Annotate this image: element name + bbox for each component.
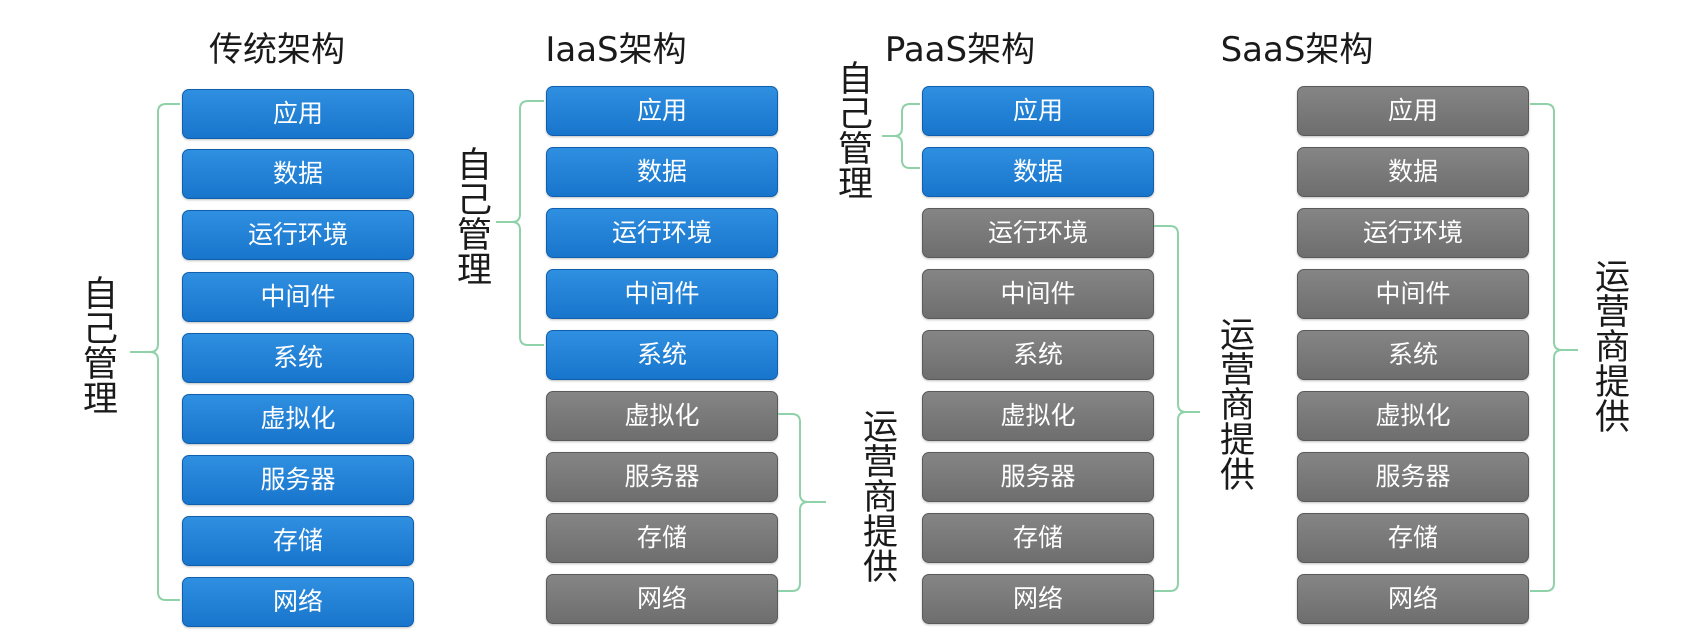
layer-box: 网络 xyxy=(182,577,414,627)
layer-box: 虚拟化 xyxy=(182,394,414,444)
layer-box: 系统 xyxy=(922,330,1154,380)
column-title-saas: SaaS架构 xyxy=(1220,30,1374,70)
layer-box: 数据 xyxy=(922,147,1154,197)
layer-box: 存储 xyxy=(182,516,414,566)
layer-box: 数据 xyxy=(546,147,778,197)
layer-box: 中间件 xyxy=(1297,269,1529,319)
brace-traditional-self xyxy=(130,103,180,601)
layer-box: 应用 xyxy=(182,89,414,139)
layer-box: 系统 xyxy=(546,330,778,380)
layer-box: 运行环境 xyxy=(546,208,778,258)
layer-box: 运行环境 xyxy=(182,210,414,260)
layer-box: 系统 xyxy=(1297,330,1529,380)
layer-box: 网络 xyxy=(922,574,1154,624)
layer-box: 中间件 xyxy=(182,272,414,322)
layer-box: 虚拟化 xyxy=(546,391,778,441)
brace-paas-self xyxy=(882,103,920,169)
brace-saas-provider xyxy=(1530,103,1578,592)
label-saas-provider: 运营商提供 xyxy=(1589,258,1629,433)
brace-iaas-self xyxy=(496,100,544,346)
layer-box: 网络 xyxy=(1297,574,1529,624)
column-title-iaas: IaaS架构 xyxy=(545,30,687,70)
layer-box: 网络 xyxy=(546,574,778,624)
label-paas-self-managed: 自己管理 xyxy=(832,60,872,200)
label-iaas-provider: 运营商提供 xyxy=(857,408,897,583)
column-title-traditional: 传统架构 xyxy=(209,30,345,70)
layer-box: 系统 xyxy=(182,333,414,383)
layer-box: 中间件 xyxy=(922,269,1154,319)
layer-box: 虚拟化 xyxy=(1297,391,1529,441)
label-traditional-self-managed: 自己管理 xyxy=(77,275,117,415)
layer-box: 服务器 xyxy=(182,455,414,505)
layer-box: 运行环境 xyxy=(922,208,1154,258)
layer-box: 应用 xyxy=(1297,86,1529,136)
layer-box: 应用 xyxy=(546,86,778,136)
layer-box: 存储 xyxy=(546,513,778,563)
layer-box: 存储 xyxy=(1297,513,1529,563)
layer-box: 服务器 xyxy=(922,452,1154,502)
layer-box: 数据 xyxy=(1297,147,1529,197)
column-title-paas: PaaS架构 xyxy=(884,30,1036,70)
brace-iaas-provider xyxy=(778,413,826,592)
label-paas-provider: 运营商提供 xyxy=(1214,316,1254,491)
layer-box: 运行环境 xyxy=(1297,208,1529,258)
label-iaas-self-managed: 自己管理 xyxy=(451,146,491,286)
layer-box: 数据 xyxy=(182,149,414,199)
layer-box: 应用 xyxy=(922,86,1154,136)
layer-box: 服务器 xyxy=(1297,452,1529,502)
brace-paas-provider xyxy=(1154,225,1200,592)
layer-box: 虚拟化 xyxy=(922,391,1154,441)
layer-box: 中间件 xyxy=(546,269,778,319)
layer-box: 服务器 xyxy=(546,452,778,502)
layer-box: 存储 xyxy=(922,513,1154,563)
